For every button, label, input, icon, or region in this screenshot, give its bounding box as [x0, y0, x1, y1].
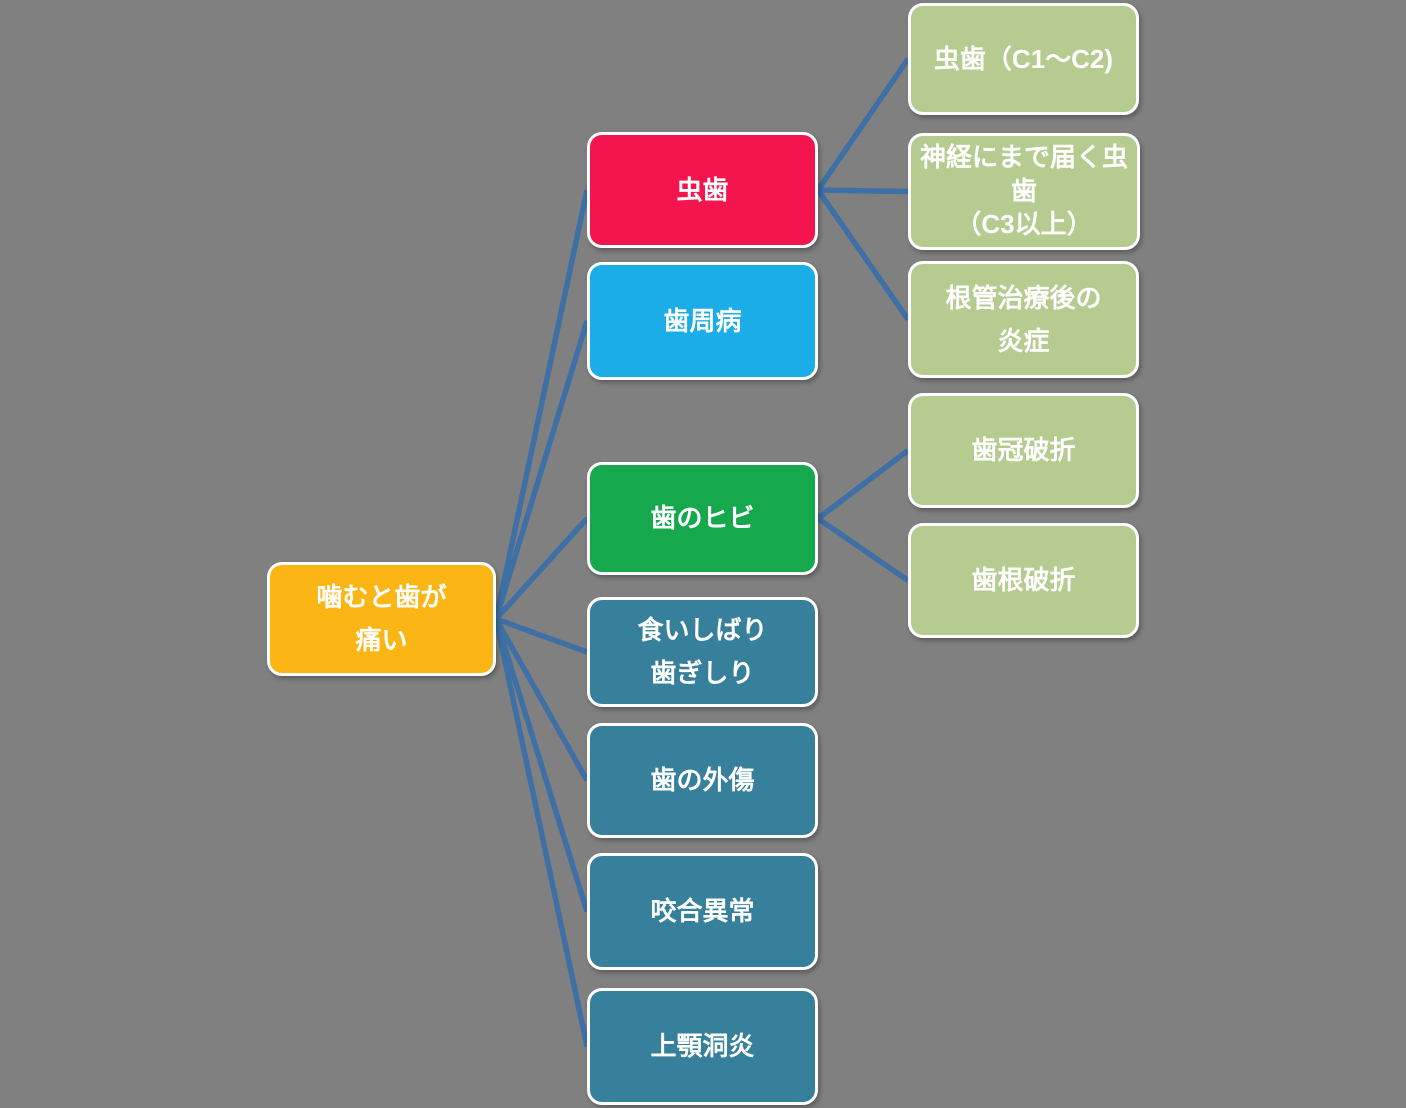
node-tooth-pain-when-biting: 噛むと歯が 痛い — [267, 562, 496, 676]
node-post-root-canal-inflammation: 根管治療後の 炎症 — [908, 261, 1139, 378]
connector-root-kogoijo — [493, 618, 590, 913]
connector-root-shishubyo — [493, 320, 590, 620]
node-deep-cavity-reaching-nerve-c3: 神経にまで届く虫歯 （C3以上） — [908, 133, 1140, 250]
node-tooth-trauma: 歯の外傷 — [587, 723, 818, 838]
connector-mushiba-shinkei — [817, 187, 909, 195]
node-cavity: 虫歯 — [587, 132, 818, 248]
connector-mushiba-konkan — [815, 188, 911, 322]
node-periodontal-disease: 歯周病 — [587, 262, 818, 380]
node-root-fracture: 歯根破折 — [908, 523, 1139, 638]
node-crown-fracture: 歯冠破折 — [908, 393, 1139, 508]
node-tooth-crack: 歯のヒビ — [587, 462, 818, 575]
node-clenching-grinding: 食いしばり 歯ぎしり — [587, 597, 818, 707]
connector-root-kuishibari — [495, 616, 588, 655]
node-maxillary-sinusitis: 上顎洞炎 — [587, 988, 818, 1105]
connector-root-mushiba — [493, 189, 590, 620]
node-cavity-c1-c2: 虫歯（C1～C2) — [908, 3, 1139, 115]
node-occlusal-abnormality: 咬合異常 — [587, 853, 818, 970]
connector-hanohibi-shikan — [816, 448, 910, 521]
connector-root-jogakudoen — [493, 618, 590, 1048]
connector-hanohibi-shikon — [816, 516, 910, 583]
connector-mushiba-c1c2 — [815, 57, 911, 192]
connector-root-hanohibi — [493, 516, 590, 621]
connector-root-hanogaisho — [493, 617, 590, 782]
